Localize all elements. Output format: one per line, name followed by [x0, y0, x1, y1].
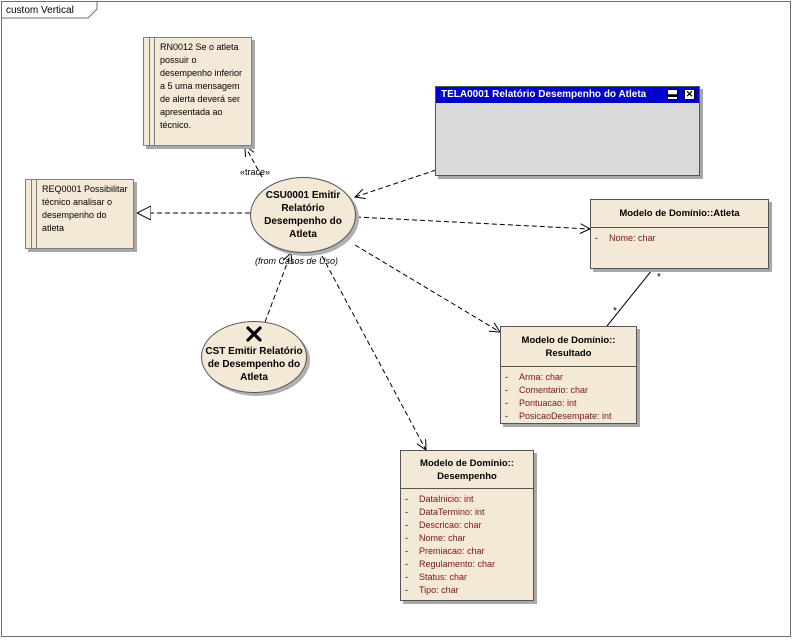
note-req0001-text: REQ0001 Possibilitar técnico analisar o … — [42, 184, 128, 233]
desempenho-dependency-line[interactable] — [321, 255, 426, 450]
class-resultado-name: Modelo de Domínio:: Resultado — [501, 327, 636, 367]
trace-dependency-line[interactable] — [245, 146, 263, 178]
attribute-row: -Arma: char — [505, 372, 564, 382]
class-atleta[interactable]: Modelo de Domínio::Atleta -Nome: char — [590, 199, 769, 269]
note-rn0012[interactable]: RN0012 Se o atleta possuir o desempenho … — [143, 37, 252, 146]
attribute-row: -Tipo: char — [405, 585, 459, 595]
frame-label: custom Vertical — [6, 5, 74, 16]
use-case-cst[interactable]: CST Emitir Relatório de Desempenho do At… — [201, 321, 307, 393]
test-dependency-line[interactable] — [264, 253, 291, 323]
attribute-row: -DataTermino: int — [405, 507, 485, 517]
class-atleta-name: Modelo de Domínio::Atleta — [591, 200, 768, 228]
multiplicity-resultado: * — [613, 306, 617, 317]
minimize-icon[interactable]: ▬ — [667, 89, 678, 100]
atleta-dependency-line[interactable] — [355, 216, 590, 229]
class-atleta-attributes: -Nome: char — [591, 228, 768, 247]
class-desempenho-name: Modelo de Domínio:: Desempenho — [401, 451, 533, 489]
use-case-cst-name: CST Emitir Relatório de Desempenho do At… — [205, 345, 303, 383]
trace-stereotype-label: «trace» — [240, 167, 271, 177]
class-desempenho[interactable]: Modelo de Domínio:: Desempenho -DataInic… — [400, 450, 534, 601]
use-case-caption: (from Casos de Uso) — [255, 256, 339, 266]
atleta-resultado-association[interactable] — [606, 269, 653, 327]
frame-tab: custom Vertical — [1, 1, 97, 19]
attribute-row: -Nome: char — [405, 533, 466, 543]
attribute-row: -Status: char — [405, 572, 468, 582]
note-req0001[interactable]: REQ0001 Possibilitar técnico analisar o … — [25, 179, 134, 249]
class-resultado-attributes: -Arma: char -Comentario: char -Pontuacao… — [501, 367, 636, 425]
note-rn0012-text: RN0012 Se o atleta possuir o desempenho … — [160, 42, 243, 130]
attribute-row: -PosicaoDesempate: int — [505, 411, 612, 421]
resultado-dependency-line[interactable] — [354, 244, 500, 332]
screen-dependency-line[interactable] — [355, 169, 437, 197]
use-case-csu0001[interactable]: CSU0001 Emitir Relatório Desempenho do A… — [250, 177, 356, 253]
multiplicity-atleta: * — [657, 272, 661, 283]
attribute-row: -DataInicio: int — [405, 494, 474, 504]
attribute-row: -Regulamento: char — [405, 559, 496, 569]
attribute-row: -Comentario: char — [505, 385, 589, 395]
x-mark-icon — [246, 326, 262, 342]
attribute-row: -Premiacao: char — [405, 546, 485, 556]
attribute-row: -Pontuacao: int — [505, 398, 577, 408]
frame-tab-outline — [1, 1, 98, 19]
screen-title-bar: TELA0001 Relatório Desempenho do Atleta … — [436, 87, 699, 103]
attribute-row: -Nome: char — [595, 233, 656, 243]
attribute-row: -Descricao: char — [405, 520, 482, 530]
close-icon[interactable]: ✕ — [684, 89, 695, 100]
screen-title: TELA0001 Relatório Desempenho do Atleta — [441, 89, 647, 100]
class-resultado[interactable]: Modelo de Domínio:: Resultado -Arma: cha… — [500, 326, 637, 424]
screen-tela0001[interactable]: TELA0001 Relatório Desempenho do Atleta … — [435, 86, 700, 176]
class-desempenho-attributes: -DataInicio: int -DataTermino: int -Desc… — [401, 489, 533, 599]
use-case-csu0001-name: CSU0001 Emitir Relatório Desempenho do A… — [264, 190, 342, 240]
